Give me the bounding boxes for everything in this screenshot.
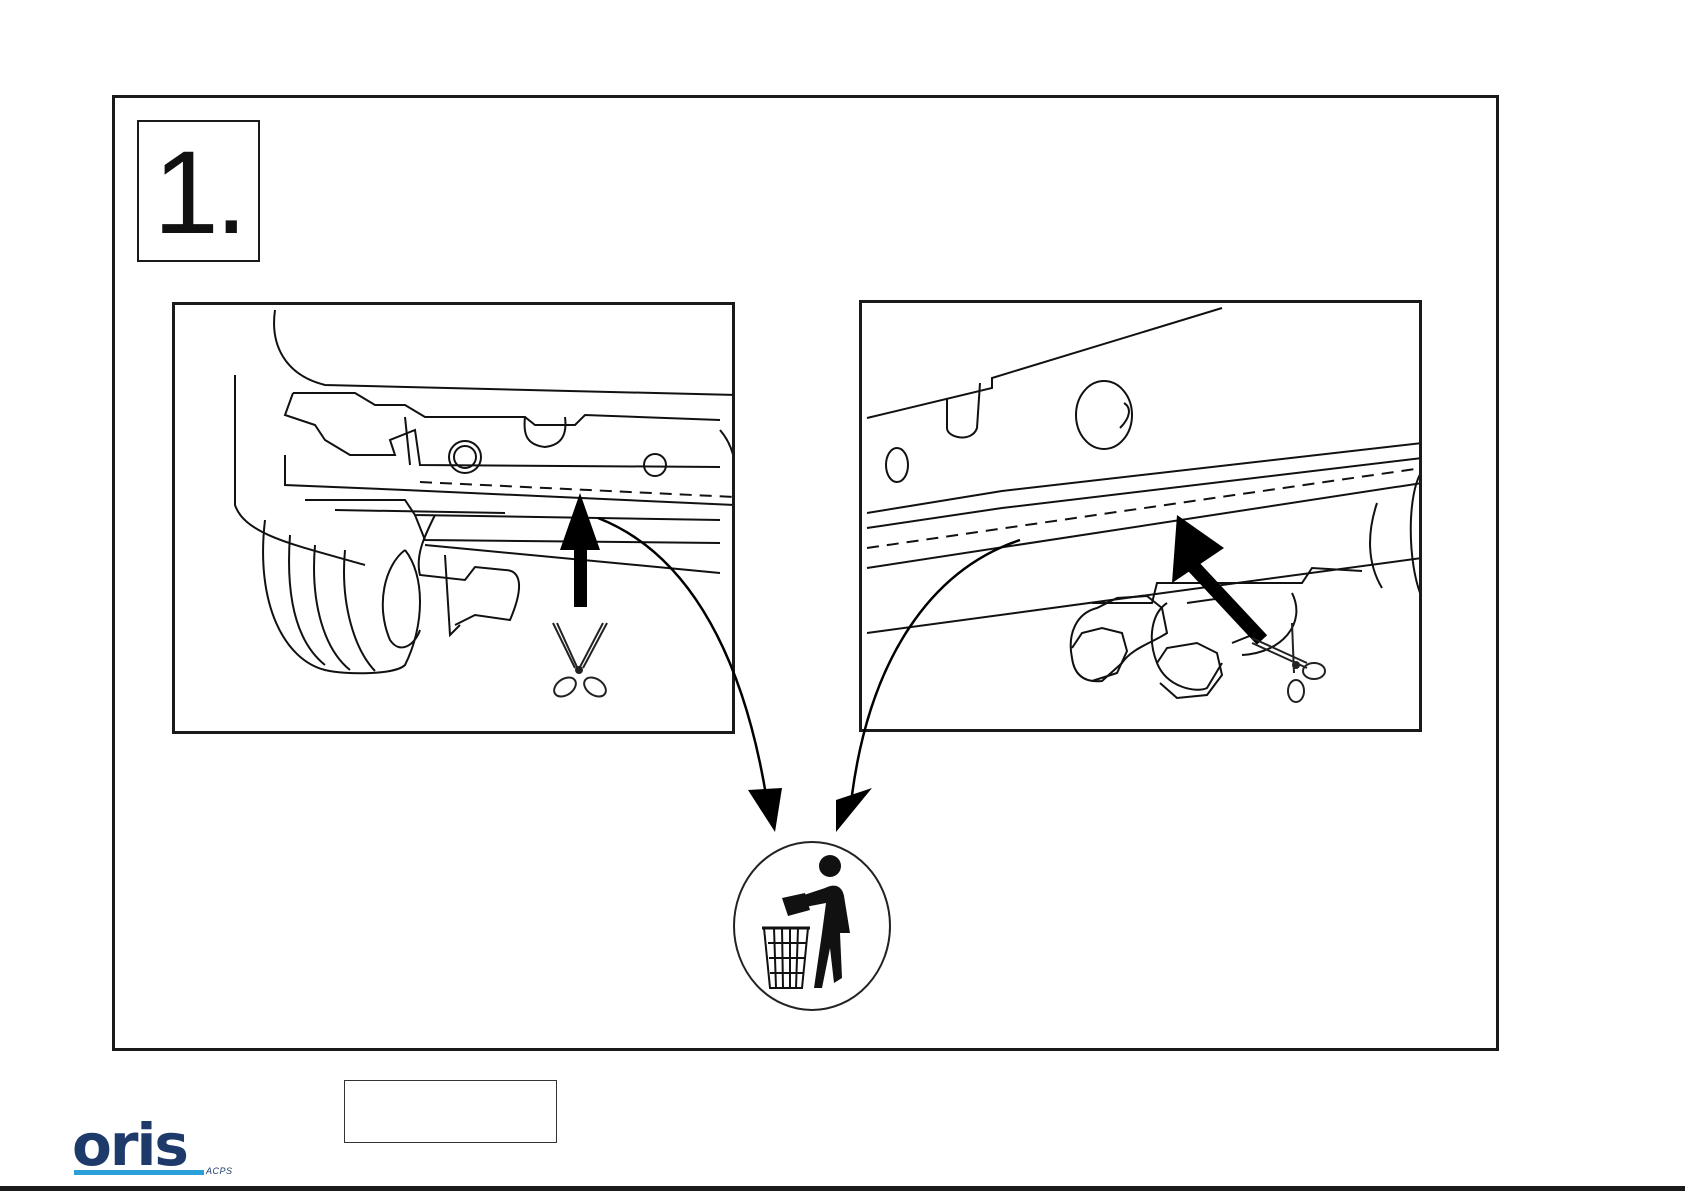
right-illustration-panel: [859, 300, 1422, 732]
right-bumper-drawing: [862, 303, 1422, 732]
scissors-icon: [551, 623, 610, 700]
label-box: [344, 1080, 557, 1143]
arrow-up-icon: [560, 493, 600, 607]
arrow-diagonal-icon: [1172, 515, 1262, 640]
page-bottom-border: [0, 1186, 1685, 1191]
brand-tagline: ACPS: [206, 1166, 233, 1176]
brand-name: oris: [72, 1120, 232, 1170]
brand-logo: oris ACPS: [72, 1120, 232, 1178]
step-number: 1.: [137, 120, 260, 262]
trash-disposal-icon: [730, 838, 894, 1014]
left-illustration-panel: [172, 302, 735, 734]
brand-underline: [74, 1170, 204, 1175]
left-bumper-drawing: [175, 305, 735, 734]
